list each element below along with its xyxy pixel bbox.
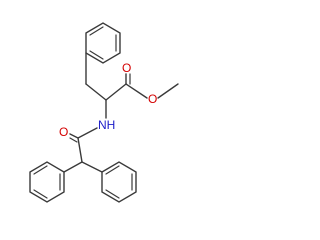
molecule-drawing: O O NH O (29, 22, 179, 203)
top-phenyl-ring (85, 22, 121, 64)
left-phenyl-ring (29, 161, 65, 203)
ester-oxygen-label: O (148, 92, 157, 106)
structure-diagram: O O NH O (29, 22, 179, 203)
right-phenyl-ring (101, 161, 137, 203)
backbone-bonds (63, 52, 179, 173)
amide-nh-label: NH (98, 118, 115, 132)
amide-oxygen-label: O (59, 125, 68, 139)
ester-carbonyl-oxygen-label: O (122, 61, 131, 75)
